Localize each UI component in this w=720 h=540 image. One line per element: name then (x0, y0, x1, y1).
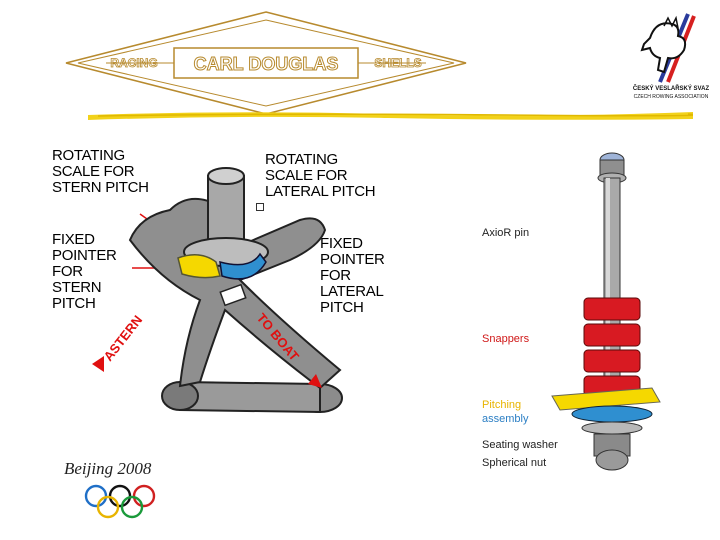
brand-main-name: CARL DOUGLAS (194, 54, 339, 74)
brand-logo-graphic: RACING CARL DOUGLAS SHELLS (65, 11, 467, 115)
label-assembly: assembly (482, 413, 529, 425)
brand-right-word: SHELLS (374, 56, 421, 70)
label-spherical-nut: Spherical nut (482, 457, 546, 469)
to-boat-arrow-icon (308, 374, 322, 388)
label-rotating-stern: ROTATING SCALE FOR STERN PITCH (52, 147, 149, 196)
label-astern: ASTERN (101, 312, 146, 363)
label-rotating-lateral: ROTATING SCALE FOR LATERAL PITCH (265, 151, 376, 200)
pitch-gauge-diagram: ASTERN TO BOAT (20, 150, 400, 420)
label-fixed-stern: FIXED POINTER FOR STERN PITCH (52, 231, 117, 312)
brand-left-word: RACING (110, 56, 157, 70)
association-name-czech: ČESKÝ VESLAŘSKÝ SVAZ (632, 86, 710, 92)
lion-emblem-icon (640, 13, 696, 83)
label-fixed-lateral: FIXED POINTER FOR LATERAL PITCH (320, 235, 385, 316)
axior-pin-illustration: AxioR pin Snappers Pitching assembly Sea… (460, 148, 710, 488)
association-logo (630, 8, 712, 114)
label-snappers: Snappers (482, 333, 530, 345)
olympic-text: Beijing 2008 (64, 459, 152, 478)
association-name-english: CZECH ROWING ASSOCIATION (633, 94, 709, 100)
olympic-logo: Beijing 2008 (60, 452, 180, 524)
brand-logo: RACING CARL DOUGLAS SHELLS (62, 8, 470, 118)
yellow-stripe (88, 108, 695, 122)
astern-arrow-icon (92, 356, 104, 372)
label-pitching: Pitching (482, 399, 521, 411)
marker-square-icon (256, 203, 264, 211)
olympic-rings-icon (84, 484, 156, 519)
label-axior-pin: AxioR pin (482, 227, 529, 239)
label-seating-washer: Seating washer (482, 439, 558, 451)
